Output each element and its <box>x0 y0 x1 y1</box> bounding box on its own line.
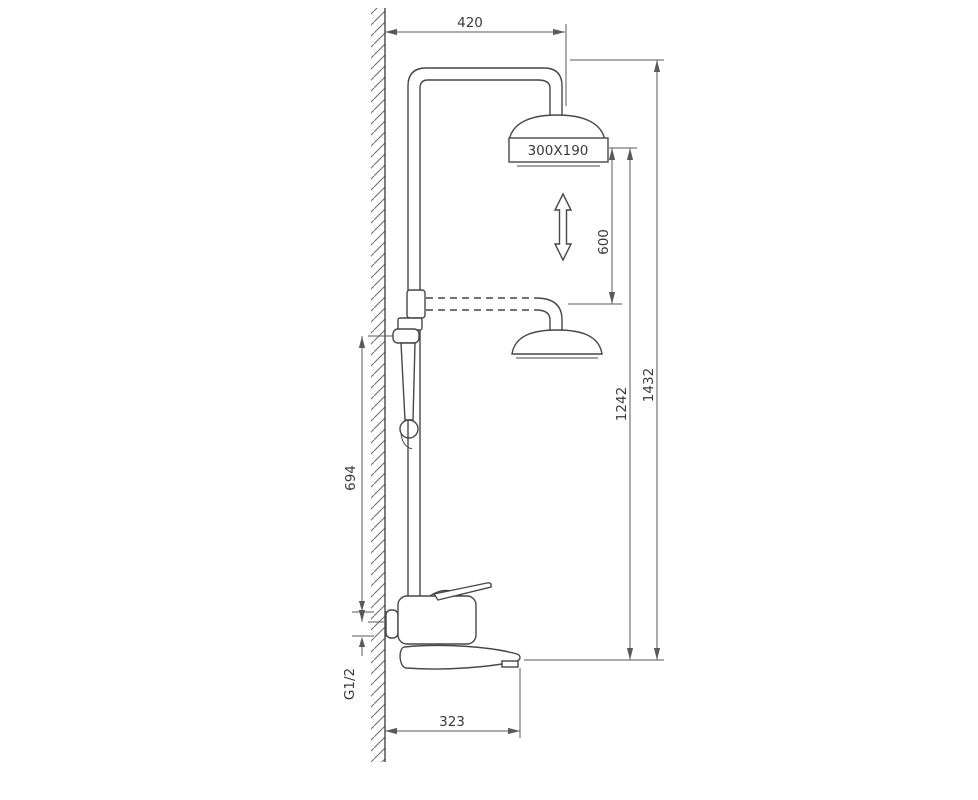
arrowhead-down-icon <box>358 601 366 611</box>
label-spout-reach: 323 <box>439 714 465 730</box>
arrowhead-top-icon <box>626 148 634 160</box>
riser-pipe-outer <box>407 67 563 600</box>
inlet-union <box>385 609 399 639</box>
arrowhead-bottom-icon <box>626 648 634 660</box>
slider-collar <box>406 289 426 319</box>
label-total-height: 1432 <box>641 368 657 402</box>
arrowhead-top-icon <box>358 336 366 348</box>
arrowhead-bottom-icon <box>653 648 661 660</box>
dim-top-width: 420 <box>385 15 567 106</box>
label-adjust-range: 600 <box>596 229 612 255</box>
arrowhead-bottom-icon <box>608 292 616 304</box>
dim-inlet-thread: G1/2 <box>342 592 374 700</box>
head-size-box <box>508 137 609 163</box>
label-hand-shower-height: 694 <box>343 465 359 491</box>
spout-foot <box>501 660 519 668</box>
tub-spout <box>399 644 521 670</box>
arrowhead-bottom-icon <box>358 610 366 622</box>
wall-hatching <box>371 8 385 762</box>
arrowhead-up-icon <box>358 637 366 647</box>
lower-elbow-inner <box>535 309 551 334</box>
arrowhead-top-icon <box>653 60 661 72</box>
hand-shower-head <box>392 328 420 344</box>
riser-pipe-inner <box>419 79 551 600</box>
mixer-valve <box>385 582 492 645</box>
dim-height-to-lower-head: 1242 <box>609 147 637 660</box>
hand-shower-handle <box>400 342 416 421</box>
dim-adjust-range: 600 <box>568 148 622 305</box>
arrowhead-right-icon <box>508 727 520 735</box>
lower-elbow-outer <box>535 297 563 334</box>
mixer-body <box>397 595 477 645</box>
label-top-width: 420 <box>457 15 483 31</box>
hose-tail <box>400 432 413 450</box>
lower-shower-head <box>511 329 603 359</box>
label-head-size: 300X190 <box>528 143 589 159</box>
hand-shower-bracket <box>397 317 423 331</box>
arrowhead-left-icon <box>385 28 397 36</box>
hand-shower <box>392 317 423 450</box>
lower-head-dome <box>511 329 603 355</box>
label-height-1242: 1242 <box>614 387 630 421</box>
overhead-shower-head <box>508 114 606 142</box>
hose-loop <box>399 419 419 439</box>
dim-total-height: 1432 <box>524 59 664 661</box>
arrowhead-left-icon <box>385 727 397 735</box>
arrowhead-top-icon <box>608 148 616 160</box>
dim-hand-shower-height: 694 <box>343 335 398 623</box>
arrowhead-right-icon <box>553 28 565 36</box>
lower-arm-dashed <box>426 297 563 334</box>
height-adjust-arrow-icon <box>553 192 573 262</box>
dim-spout-reach: 323 <box>385 668 521 738</box>
label-inlet-thread: G1/2 <box>342 668 358 700</box>
mixer-lever-handle <box>432 582 492 601</box>
